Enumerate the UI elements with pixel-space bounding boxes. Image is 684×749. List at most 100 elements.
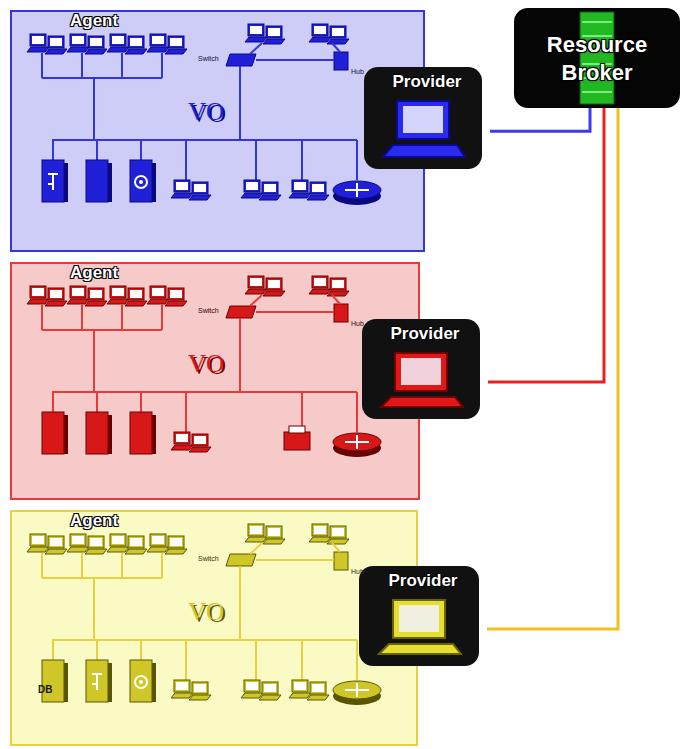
network-wire <box>140 392 142 412</box>
monitor-icon <box>310 682 326 694</box>
monitor-screen <box>152 288 164 296</box>
monitor-screen <box>268 280 280 288</box>
network-wire <box>161 53 163 78</box>
keyboard-icon <box>309 537 331 542</box>
monitor-icon <box>168 288 184 300</box>
vo-label: VO <box>188 598 224 626</box>
keyboard-icon <box>165 549 187 554</box>
keyboard-icon <box>245 37 267 42</box>
monitor-screen <box>112 36 124 44</box>
keyboard-icon <box>383 145 465 157</box>
monitor-icon <box>110 286 126 298</box>
switch-icon <box>226 306 256 318</box>
agent-label: Agent <box>70 511 118 531</box>
keyboard-icon <box>241 193 263 198</box>
keyboard-icon <box>327 539 349 544</box>
keyboard-icon <box>45 301 67 306</box>
monitor-icon <box>168 36 184 48</box>
monitor-icon <box>150 534 166 546</box>
device-label: Switch <box>198 55 219 62</box>
network-wire <box>42 329 162 331</box>
keyboard-icon <box>241 693 263 698</box>
keyboard-icon <box>259 695 281 700</box>
network-wire <box>81 305 83 330</box>
monitor-icon <box>192 682 208 694</box>
network-wire <box>96 392 98 412</box>
network-wire <box>41 53 43 78</box>
keyboard-icon <box>27 299 49 304</box>
monitor-screen <box>246 182 258 190</box>
server-icon <box>86 412 108 454</box>
network-wire <box>81 53 83 78</box>
monitor-icon <box>70 534 86 546</box>
keyboard-icon <box>327 291 349 296</box>
broker-label: Resource Broker <box>518 31 676 86</box>
provider-broker-link <box>490 108 590 131</box>
keyboard-icon <box>307 695 329 700</box>
network-wire <box>185 140 187 180</box>
router-icon <box>333 433 381 451</box>
network-wire <box>41 553 43 578</box>
monitor-screen <box>90 538 102 546</box>
network-wire <box>42 77 162 79</box>
network-wire <box>301 640 303 680</box>
device-label: Hub <box>351 320 364 327</box>
keyboard-icon <box>189 195 211 200</box>
mail-symbol <box>135 676 147 688</box>
network-wire <box>255 140 257 180</box>
monitor-icon <box>150 34 166 46</box>
mail-symbol <box>139 180 143 184</box>
monitor-icon <box>248 24 264 36</box>
monitor-icon <box>168 536 184 548</box>
server-slot <box>582 91 612 93</box>
monitor-screen <box>314 26 326 34</box>
provider-label: Provider <box>359 571 487 591</box>
network-wire <box>52 392 54 412</box>
network-wire <box>52 640 54 660</box>
keyboard-icon <box>125 49 147 54</box>
network-illustration <box>12 512 420 748</box>
monitor-icon <box>174 432 190 444</box>
switch-icon <box>226 54 256 66</box>
monitor-icon <box>266 278 282 290</box>
server-side <box>152 415 156 454</box>
monitor-screen <box>268 528 280 536</box>
keyboard-icon <box>171 193 193 198</box>
monitor-screen <box>194 684 206 692</box>
keyboard-icon <box>245 289 267 294</box>
network-wire <box>239 566 241 640</box>
ftp-symbol <box>92 674 102 690</box>
keyboard-icon <box>165 301 187 306</box>
vo-panel: AgentVOProviderSwitchHub <box>10 10 425 252</box>
keyboard-icon <box>307 195 329 200</box>
server-side <box>108 663 112 702</box>
server-side <box>108 163 112 202</box>
monitor-screen <box>294 182 306 190</box>
monitor-screen <box>314 278 326 286</box>
hub-icon <box>334 52 348 70</box>
monitor-icon <box>266 26 282 38</box>
network-wire <box>93 330 95 392</box>
network-wire <box>256 59 334 61</box>
hub-icon <box>334 304 348 322</box>
router-icon <box>333 181 381 199</box>
keyboard-icon <box>85 549 107 554</box>
network-wire <box>96 640 98 660</box>
server-icon <box>42 160 64 202</box>
monitor-icon <box>128 536 144 548</box>
monitor-icon <box>174 680 190 692</box>
keyboard-icon <box>289 193 311 198</box>
network-wire <box>93 578 95 640</box>
server-icon <box>130 412 152 454</box>
server-side <box>64 415 68 454</box>
server-side <box>108 415 112 454</box>
keyboard-icon <box>327 39 349 44</box>
monitor-screen <box>112 536 124 544</box>
monitor-icon <box>192 182 208 194</box>
monitor-icon <box>70 34 86 46</box>
printer-paper <box>289 426 305 433</box>
broker-server-illustration <box>514 8 680 108</box>
monitor-screen <box>50 290 62 298</box>
monitor-screen <box>72 536 84 544</box>
mail-symbol <box>139 680 143 684</box>
